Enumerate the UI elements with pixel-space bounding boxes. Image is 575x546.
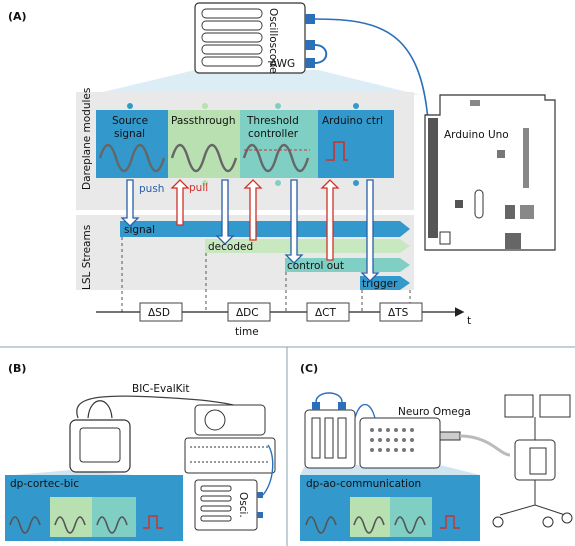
- osci-device: Osci.: [194, 479, 263, 531]
- awg-label: AWG: [270, 58, 295, 70]
- ao-wave-1: [305, 516, 337, 534]
- osci-cable: [262, 444, 274, 496]
- neuro-omega-label: Neuro Omega: [398, 406, 471, 418]
- delta-boxes: [139, 302, 423, 322]
- ao-device-left: [304, 402, 356, 469]
- ao-cord: [459, 434, 511, 457]
- oscilloscope-label: Oscilloscope: [267, 8, 279, 73]
- dareplane-label: Dareplane modules: [81, 88, 93, 190]
- stream-control-label: control out: [287, 260, 344, 272]
- delta-ts: ΔTS: [388, 307, 409, 319]
- time-label: time: [235, 326, 259, 338]
- pull-arrow-threshold: [243, 179, 263, 241]
- workstation-cart: [492, 394, 573, 528]
- cortec-wave-3: [96, 516, 128, 534]
- cortec-trigger: [143, 515, 163, 529]
- bic-device: [69, 400, 131, 473]
- neuro-omega-device: [359, 417, 461, 469]
- ao-passthrough: [350, 497, 390, 537]
- module-arduino-ctrl: Arduino ctrl: [318, 110, 394, 178]
- module-source-label-2: signal: [114, 128, 145, 140]
- ao-loop-cable: [315, 392, 343, 403]
- delta-ct: ΔCT: [315, 307, 337, 319]
- push-arrow-control: [284, 179, 304, 264]
- stream-decoded: [205, 239, 410, 253]
- cortec-threshold: [92, 497, 136, 537]
- module-source-label-1: Source: [112, 115, 148, 127]
- oscilloscope: Oscilloscope AWG: [194, 2, 328, 74]
- module-passthrough: Passthrough: [168, 110, 240, 178]
- ao-wave-2: [353, 516, 385, 534]
- pull-label: pull: [189, 182, 208, 194]
- ao-cable: [354, 403, 376, 419]
- stream-trigger: [360, 276, 410, 290]
- cable-osc-arduino: [314, 18, 429, 121]
- push-arrow: push: [120, 179, 164, 227]
- evalkit-device: [184, 404, 276, 474]
- osci-label: Osci.: [237, 492, 249, 518]
- push-arrow-trigger: [360, 179, 380, 282]
- lsl-label: LSL Streams: [81, 225, 93, 290]
- cortec-passthrough: [50, 497, 92, 537]
- ao-wave-3: [394, 516, 426, 534]
- cortec-wave-2: [54, 516, 86, 534]
- panel-b-label: (B): [8, 362, 26, 375]
- t-label: t: [467, 315, 471, 327]
- panel-c-label: (C): [300, 362, 318, 375]
- module-arduino-label: Arduino ctrl: [322, 115, 383, 127]
- pull-arrow: pull: [170, 179, 208, 226]
- ao-trigger: [440, 515, 460, 529]
- module-threshold: Threshold controller: [240, 110, 318, 178]
- ao-threshold: [390, 497, 432, 537]
- push-arrow-decoded: [215, 179, 235, 245]
- pull-arrow-arduino: [320, 179, 340, 261]
- arduino-label: Arduino Uno: [444, 129, 509, 141]
- module-source: Source signal: [96, 110, 168, 178]
- delta-dc: ΔDC: [236, 307, 259, 319]
- stream-trigger-label: trigger: [362, 278, 398, 290]
- delta-sd: ΔSD: [148, 307, 170, 319]
- module-passthrough-label: Passthrough: [171, 115, 236, 127]
- push-label: push: [139, 183, 164, 195]
- arduino-board: Arduino Uno: [424, 94, 556, 251]
- cortec-module-label: dp-cortec-bic: [10, 478, 79, 490]
- ao-module-label: dp-ao-communication: [306, 478, 421, 490]
- bic-label: BIC-EvalKit: [132, 383, 190, 395]
- projection-shade: [90, 70, 420, 95]
- stream-signal: [120, 221, 410, 237]
- stream-control: [285, 258, 410, 272]
- stream-signal-label: signal: [124, 224, 155, 236]
- module-threshold-label-1: Threshold: [246, 115, 299, 127]
- panel-a-label: (A): [8, 10, 27, 23]
- cortec-wave-1: [9, 516, 41, 534]
- stream-decoded-label: decoded: [208, 241, 253, 253]
- module-threshold-label-2: controller: [248, 128, 299, 140]
